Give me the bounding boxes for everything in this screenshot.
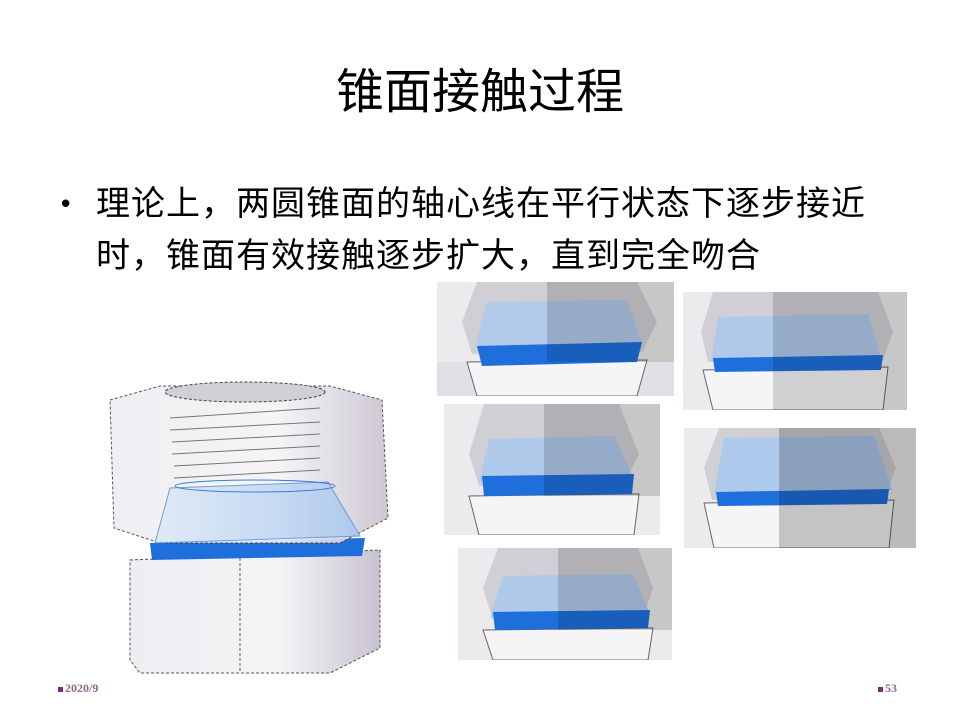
contact-stage-3 <box>444 404 660 535</box>
contact-stage-1 <box>437 282 674 396</box>
bullet-marker: • <box>58 190 74 220</box>
footer-page-number: 53 <box>878 681 897 696</box>
main-nut-illustration <box>100 378 390 678</box>
contact-stage-4 <box>684 428 916 548</box>
footer-date-text: 2020/9 <box>65 681 99 695</box>
contact-stage-2 <box>683 292 907 410</box>
page-number-text: 53 <box>885 681 897 695</box>
slide-title: 锥面接触过程 <box>335 64 624 120</box>
contact-stage-5 <box>458 548 672 660</box>
footer-date: 2020/9 <box>58 681 98 696</box>
footer-square-icon <box>58 686 63 692</box>
bullet-text: 理论上，两圆锥面的轴心线在平行状态下逐步接近时，锥面有效接触逐步扩大，直到完全吻… <box>96 184 866 276</box>
footer-square-icon <box>878 686 883 692</box>
